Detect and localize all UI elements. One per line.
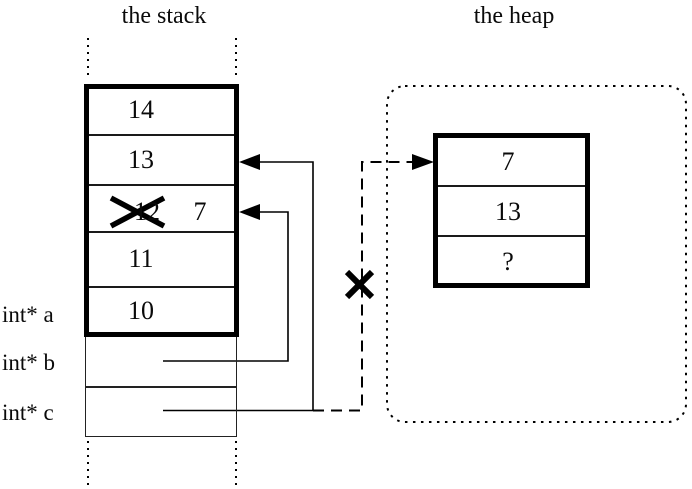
heap-cell-value-unknown: ? — [502, 247, 514, 276]
stack-boundary-dotted-lines — [87, 38, 237, 488]
stack-cell-divider — [89, 231, 234, 233]
pointer-label-a: int* a — [2, 302, 54, 327]
stack-cell-value-11: 11 — [128, 244, 154, 273]
stack-cell-divider — [89, 134, 234, 136]
stack-cell-value-10: 10 — [128, 296, 154, 325]
pointer-label-c: int* c — [2, 400, 54, 425]
stack-title: the stack — [121, 3, 207, 29]
stack-cell-divider — [89, 286, 234, 288]
heap-cell-value-13: 13 — [495, 197, 521, 226]
pointer-c-arrow — [163, 154, 314, 412]
heap-title: the heap — [473, 3, 555, 29]
stack-cell-value-14: 14 — [128, 95, 154, 124]
heap-cell-value-7: 7 — [501, 147, 515, 176]
stack-cell-new-value-7: 7 — [193, 197, 207, 226]
pointer-cell-divider — [86, 386, 236, 388]
stack-cell-old-value-12: 12 — [134, 197, 160, 226]
invalid-pointer-x-mark — [344, 269, 375, 300]
pointer-label-b: int* b — [2, 350, 56, 375]
heap-block-box — [433, 133, 590, 288]
heap-cell-divider — [438, 235, 585, 237]
stack-frame-box — [84, 84, 239, 337]
crossed-out-value-x-mark — [109, 195, 166, 229]
stack-cell-value-13: 13 — [128, 145, 154, 174]
pointer-b-arrow — [163, 204, 289, 362]
heap-cell-divider — [438, 185, 585, 187]
heap-boundary-dotted-rect — [386, 85, 687, 423]
dangling-heap-pointer-dashed-arrow — [313, 154, 434, 412]
stack-cell-divider — [89, 184, 234, 186]
stack-pointer-cells-box — [85, 337, 237, 437]
